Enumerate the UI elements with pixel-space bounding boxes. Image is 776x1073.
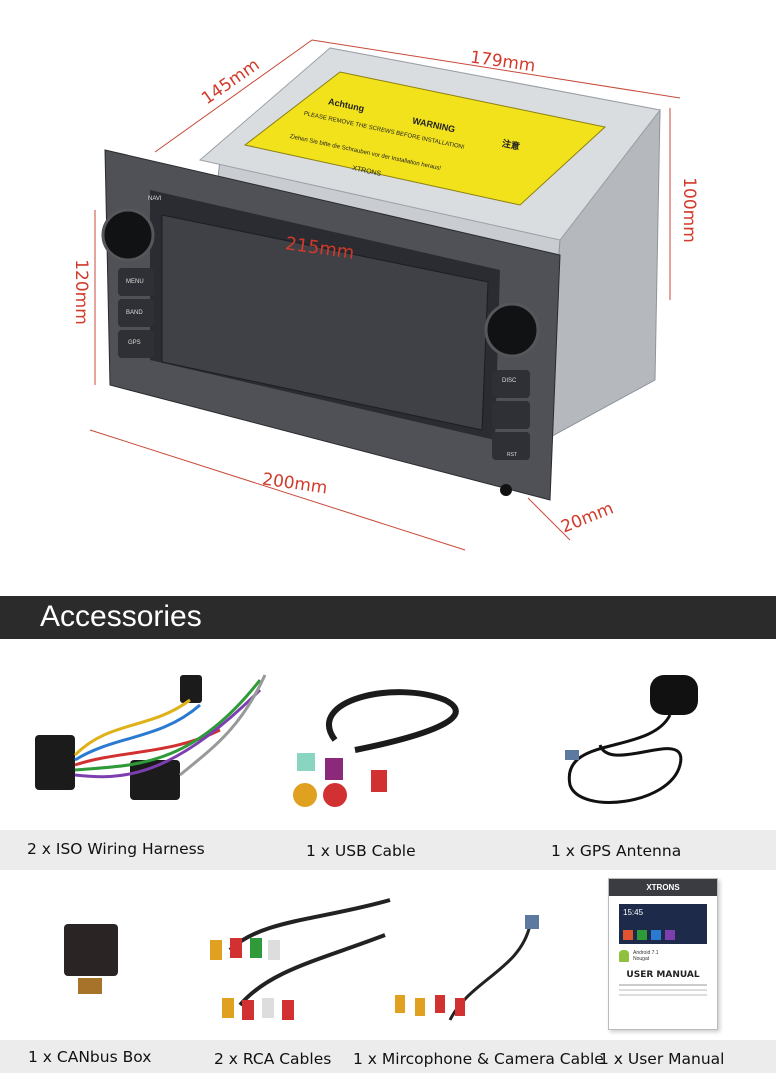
- rca-cables-image: [210, 898, 391, 1020]
- canbus-box-image: [64, 924, 118, 994]
- usb-cable-image: [293, 689, 459, 807]
- disc-label: DISC: [502, 378, 517, 384]
- display-screen: [161, 214, 489, 431]
- caption-band-row2: [0, 1040, 776, 1073]
- caption-rca-cables: 2 x RCA Cables: [214, 1050, 332, 1068]
- gps-antenna-image: [565, 675, 698, 804]
- manual-time: 15:45: [623, 908, 644, 917]
- product-diagram: [89, 39, 681, 551]
- caption-band-row1: [0, 830, 776, 870]
- manual-screen: 15:45: [619, 904, 707, 944]
- accessories-header: Accessories: [0, 596, 776, 639]
- rst-label: RST: [507, 452, 517, 458]
- navi-label: NAVI: [148, 196, 162, 202]
- caption-canbus-box: 1 x CANbus Box: [28, 1048, 152, 1066]
- left-knob: [101, 208, 155, 262]
- manual-android-version: Android 7.1: [633, 950, 659, 956]
- caption-iso-harness: 2 x ISO Wiring Harness: [27, 840, 205, 858]
- dim-height-right: 100mm: [678, 177, 699, 243]
- manual-android-row: Android 7.1 Nougat: [619, 950, 707, 962]
- accessories-title: Accessories: [40, 600, 202, 633]
- mic-camera-cable-image: [395, 915, 539, 1021]
- manual-title: USER MANUAL: [626, 970, 700, 980]
- caption-user-manual: 1 x User Manual: [599, 1050, 725, 1068]
- android-icon: [619, 950, 629, 962]
- dim-height-left: 120mm: [70, 259, 91, 325]
- right-knob: [484, 302, 540, 358]
- manual-brand: XTRONS: [609, 879, 717, 896]
- menu-label: MENU: [126, 279, 144, 285]
- band-label: BAND: [126, 310, 143, 316]
- iso-harness-image: [35, 674, 267, 800]
- caption-mic-camera-cable: 1 x Mircophone & Camera Cable: [353, 1050, 604, 1068]
- caption-usb-cable: 1 x USB Cable: [306, 842, 416, 860]
- caption-gps-antenna: 1 x GPS Antenna: [551, 842, 682, 860]
- user-manual-image: XTRONS 15:45 Android 7.1 Nougat USER MAN…: [608, 878, 718, 1030]
- manual-android-name: Nougat: [633, 956, 650, 962]
- gps-label: GPS: [128, 340, 141, 346]
- warning-sticker: [243, 71, 607, 206]
